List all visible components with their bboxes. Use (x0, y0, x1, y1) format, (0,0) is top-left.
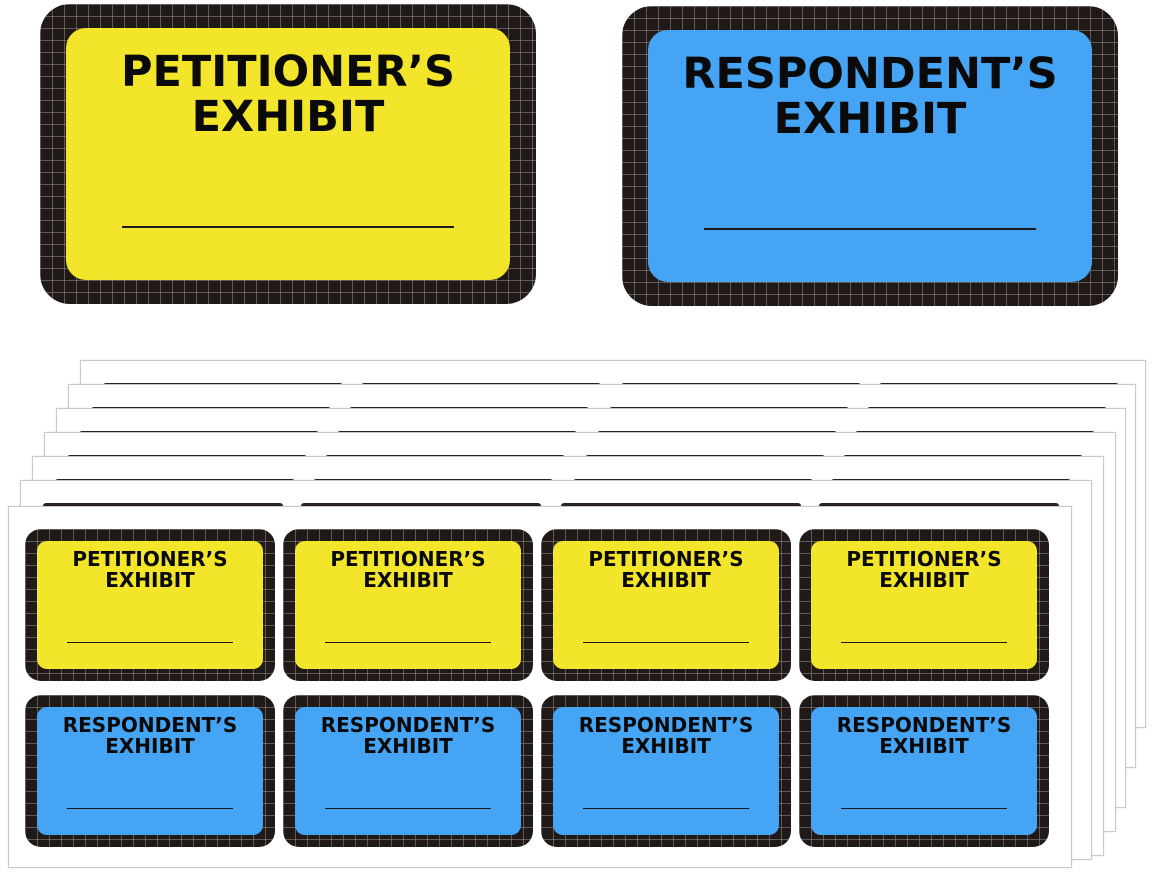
label-title-line2: EXHIBIT (191, 92, 385, 143)
label-title: RESPONDENT’S EXHIBIT (837, 715, 1012, 757)
label-edge-strip (301, 503, 541, 509)
write-line (841, 808, 1007, 809)
write-line (122, 226, 454, 228)
label-title: RESPONDENT’S EXHIBIT (579, 715, 754, 757)
sheet-petitioner-label: PETITIONER’S EXHIBIT (25, 529, 275, 681)
label-face: PETITIONER’S EXHIBIT (37, 541, 263, 669)
label-face: PETITIONER’S EXHIBIT (811, 541, 1037, 669)
label-face: RESPONDENT’S EXHIBIT (648, 30, 1092, 282)
label-title-line2: EXHIBIT (773, 94, 967, 145)
label-title-line2: EXHIBIT (105, 568, 195, 592)
label-face: RESPONDENT’S EXHIBIT (811, 707, 1037, 835)
large-respondent-label: RESPONDENT’S EXHIBIT (622, 6, 1118, 306)
write-line (67, 808, 233, 809)
label-title-line1: PETITIONER’S (588, 547, 744, 571)
label-title-line1: RESPONDENT’S (578, 713, 754, 737)
sheet-petitioner-label: PETITIONER’S EXHIBIT (541, 529, 791, 681)
large-petitioner-label: PETITIONER’S EXHIBIT (40, 4, 536, 304)
label-title-line2: EXHIBIT (879, 734, 969, 758)
sheet-respondent-label: RESPONDENT’S EXHIBIT (283, 695, 533, 847)
label-title-line2: EXHIBIT (105, 734, 195, 758)
label-title-line1: RESPONDENT’S (836, 713, 1012, 737)
label-title-line1: RESPONDENT’S (62, 713, 238, 737)
label-title-line1: PETITIONER’S (330, 547, 486, 571)
label-title: RESPONDENT’S EXHIBIT (321, 715, 496, 757)
write-line (325, 642, 491, 643)
label-title-line2: EXHIBIT (363, 734, 453, 758)
write-line (704, 228, 1036, 230)
write-line (325, 808, 491, 809)
sheet-respondent-label: RESPONDENT’S EXHIBIT (541, 695, 791, 847)
label-title-line1: PETITIONER’S (846, 547, 1002, 571)
label-title: PETITIONER’S EXHIBIT (846, 549, 1001, 591)
sheet-respondent-label: RESPONDENT’S EXHIBIT (799, 695, 1049, 847)
label-face: RESPONDENT’S EXHIBIT (295, 707, 521, 835)
write-line (583, 808, 749, 809)
write-line (841, 642, 1007, 643)
label-face: PETITIONER’S EXHIBIT (553, 541, 779, 669)
label-face: PETITIONER’S EXHIBIT (295, 541, 521, 669)
label-title: PETITIONER’S EXHIBIT (330, 549, 485, 591)
label-title-line2: EXHIBIT (363, 568, 453, 592)
label-title: PETITIONER’S EXHIBIT (72, 549, 227, 591)
front-sheet: PETITIONER’S EXHIBIT PETITIONER’S EXHIBI… (8, 506, 1072, 868)
label-title: RESPONDENT’S EXHIBIT (682, 49, 1058, 145)
label-face: PETITIONER’S EXHIBIT (66, 28, 510, 280)
label-title: RESPONDENT’S EXHIBIT (63, 715, 238, 757)
label-title: PETITIONER’S EXHIBIT (121, 47, 455, 143)
label-title-line2: EXHIBIT (879, 568, 969, 592)
label-title-line1: RESPONDENT’S (682, 49, 1058, 99)
label-face: RESPONDENT’S EXHIBIT (553, 707, 779, 835)
label-face: RESPONDENT’S EXHIBIT (37, 707, 263, 835)
sheet-respondent-label: RESPONDENT’S EXHIBIT (25, 695, 275, 847)
sheet-petitioner-label: PETITIONER’S EXHIBIT (283, 529, 533, 681)
label-title-line1: RESPONDENT’S (320, 713, 496, 737)
label-edge-strip (561, 503, 801, 509)
sheet-petitioner-label: PETITIONER’S EXHIBIT (799, 529, 1049, 681)
label-title: PETITIONER’S EXHIBIT (588, 549, 743, 591)
label-title-line2: EXHIBIT (621, 734, 711, 758)
write-line (583, 642, 749, 643)
label-title-line1: PETITIONER’S (121, 47, 455, 97)
label-edge-strip (43, 503, 283, 509)
label-title-line1: PETITIONER’S (72, 547, 228, 571)
write-line (67, 642, 233, 643)
label-title-line2: EXHIBIT (621, 568, 711, 592)
label-edge-strip (819, 503, 1059, 509)
